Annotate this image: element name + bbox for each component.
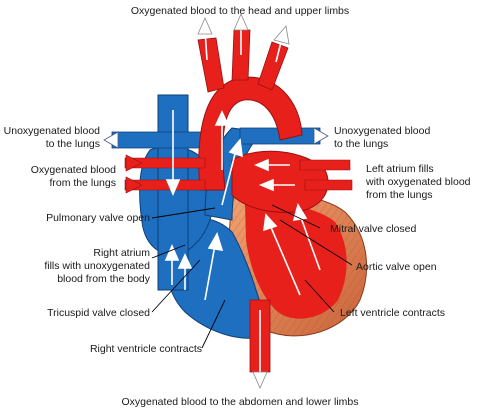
flow-arrows — [103, 13, 329, 389]
label-unox-right-2: to the lungs — [334, 138, 388, 150]
label-left-atrium-3: from the lungs — [366, 189, 433, 201]
label-right-atrium-1: Right atrium — [93, 247, 150, 259]
label-abdomen-limbs: Oxygenated blood to the abdomen and lowe… — [122, 396, 359, 408]
aorta — [198, 76, 303, 191]
label-unox-left-1: Unoxygenated blood — [4, 125, 100, 137]
label-right-atrium-3: blood from the body — [57, 273, 151, 285]
label-pulmonary-valve: Pulmonary valve open — [46, 212, 150, 224]
pulmonary-vein-left-1 — [124, 157, 206, 169]
aortic-branch-3 — [257, 41, 289, 91]
label-head-limbs: Oxygenated blood to the head and upper l… — [131, 5, 349, 17]
left-ventricle-chamber — [245, 203, 347, 319]
pulmonary-vein-right-1 — [299, 159, 351, 171]
leader-lines — [151, 204, 353, 349]
label-mitral-valve: Mitral valve closed — [330, 223, 417, 235]
label-ox-from-lungs-1: Oxygenated blood — [31, 164, 116, 176]
label-right-ventricle: Right ventricle contracts — [90, 343, 202, 355]
label-left-atrium-1: Left atrium fills — [366, 163, 434, 175]
label-aortic-valve: Aortic valve open — [356, 261, 437, 273]
label-ox-from-lungs-2: from the lungs — [49, 177, 116, 189]
label-unox-right-1: Unoxygenated blood — [334, 125, 430, 137]
label-tricuspid-valve: Tricuspid valve closed — [47, 307, 150, 319]
label-unox-left-2: to the lungs — [46, 138, 100, 150]
label-right-atrium-2: fills with unoxygenated — [44, 260, 150, 272]
label-left-ventricle: Left ventricle contracts — [340, 307, 445, 319]
label-left-atrium-2: with oxygenated blood — [365, 176, 471, 188]
pulmonary-vein-right-2 — [304, 179, 353, 191]
aortic-branch-1 — [197, 37, 225, 93]
